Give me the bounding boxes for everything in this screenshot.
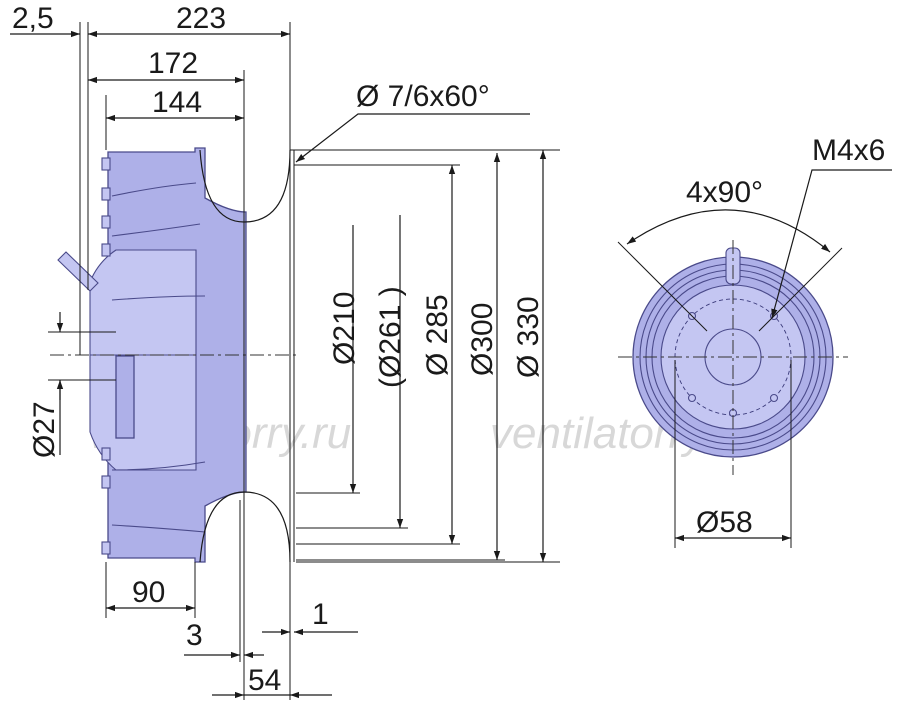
dim-172: 172 bbox=[148, 47, 198, 80]
stud-6 bbox=[101, 475, 111, 489]
holes-leader bbox=[295, 113, 530, 163]
stud-3 bbox=[101, 215, 111, 229]
dim-261: (Ø261 ) bbox=[374, 286, 407, 388]
dim-27: Ø27 bbox=[28, 401, 61, 458]
angle-ext-left bbox=[617, 241, 708, 332]
dim-58: Ø58 bbox=[696, 506, 753, 539]
holes-note: Ø 7/6x60° bbox=[356, 80, 490, 113]
dim-angle: 4x90° bbox=[686, 176, 763, 209]
dim-3: 3 bbox=[186, 619, 203, 652]
blade-line-1 bbox=[111, 182, 197, 197]
dim-54: 54 bbox=[248, 664, 281, 697]
blade-line-5 bbox=[111, 524, 206, 533]
cable-gland bbox=[57, 251, 99, 292]
blade-line-3 bbox=[111, 295, 206, 301]
dim-arc-angle bbox=[626, 209, 831, 253]
dim-210: Ø210 bbox=[328, 292, 361, 365]
dim-285: Ø 285 bbox=[421, 294, 454, 376]
stud-1 bbox=[101, 157, 111, 171]
stud-7 bbox=[101, 541, 111, 555]
bolt-hole-3 bbox=[687, 393, 697, 403]
dim-223: 223 bbox=[176, 2, 226, 35]
front-view: 4x90° M4x6 Ø58 bbox=[617, 134, 892, 548]
thread-note: M4x6 bbox=[812, 134, 885, 167]
motor-front-lobe bbox=[89, 249, 197, 356]
stud-5 bbox=[101, 447, 111, 461]
rim-arc-bottom bbox=[199, 491, 291, 563]
stud-4 bbox=[101, 243, 111, 257]
dim-330: Ø 330 bbox=[512, 296, 545, 378]
bolt-hole-4 bbox=[769, 393, 779, 403]
dim-300: Ø300 bbox=[466, 303, 499, 376]
thread-leader bbox=[771, 169, 892, 319]
dim-2-5: 2,5 bbox=[12, 2, 54, 35]
side-view: 2,5 223 172 144 Ø 7/6x60° Ø210 (Ø261 ) Ø… bbox=[10, 2, 560, 700]
blade-line-2 bbox=[111, 223, 201, 237]
stud-2 bbox=[101, 187, 111, 201]
dim-90: 90 bbox=[132, 576, 165, 609]
dim-144: 144 bbox=[152, 86, 202, 119]
bolt-circle bbox=[674, 298, 792, 416]
blade-line-4 bbox=[111, 461, 206, 471]
dim-1: 1 bbox=[312, 598, 329, 631]
hub-block bbox=[115, 355, 135, 439]
